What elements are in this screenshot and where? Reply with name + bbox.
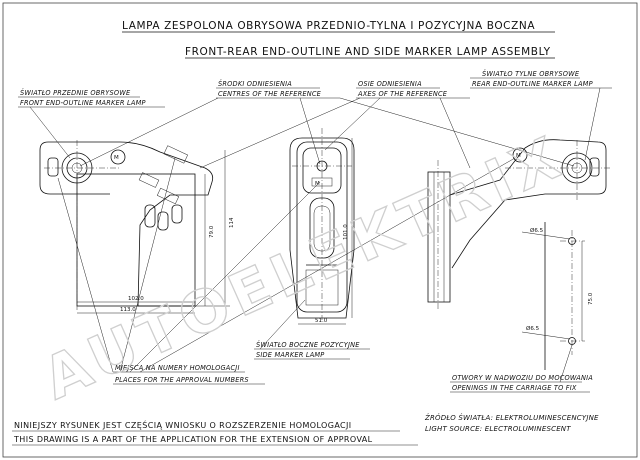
- callout-side: ŚWIATŁO BOCZNE POZYCYJNE SIDE MARKER LAM…: [254, 299, 370, 360]
- svg-text:M: M: [315, 181, 320, 187]
- dim-hole-top: Ø6.5: [530, 227, 544, 234]
- label-places-pl: MIEJSCA NA NUMERY HOMOLOGACJI: [115, 364, 240, 372]
- label-side-pl: ŚWIATŁO BOCZNE POZYCYJNE: [256, 340, 360, 349]
- footer-right-pl: ŹRÓDŁO ŚWIATŁA: ELEKTROLUMINESCENCYJNE: [424, 413, 599, 422]
- callout-rear: ŚWIATŁO TYLNE OBRYSOWE REAR END-OUTLINE …: [470, 69, 612, 161]
- svg-text:M: M: [114, 155, 119, 161]
- label-front-pl: ŚWIATŁO PRZEDNIE OBRYSOWE: [20, 88, 131, 97]
- callout-places: MIEJSCA NA NUMERY HOMOLOGACJI PLACES FOR…: [57, 157, 516, 385]
- label-side-en: SIDE MARKER LAMP: [256, 351, 324, 359]
- label-rear-en: REAR END-OUTLINE MARKER LAMP: [472, 80, 593, 88]
- view-mounting-holes: Ø6.5 Ø6.5 75.0: [521, 222, 594, 370]
- label-openings-en: OPENINGS IN THE CARRIAGE TO FIX: [452, 384, 577, 392]
- footer-right-en: LIGHT SOURCE: ELECTROLUMINESCENT: [425, 425, 571, 433]
- label-openings-pl: OTWORY W NADWOZIU DO MOCOWANIA: [452, 374, 593, 382]
- title-pl: LAMPA ZESPOLONA OBRYSOWA PRZEDNIO-TYLNA …: [122, 20, 535, 32]
- view-rear-lamp: M: [427, 139, 610, 310]
- view-side-lamp: M 101.0 51.0: [289, 128, 355, 325]
- callout-centres: ŚRODKI ODNIESIENIA CENTRES OF THE REFERE…: [79, 79, 575, 167]
- dim-51: 51.0: [315, 318, 328, 324]
- callout-front: ŚWIATŁO PRZEDNIE OBRYSOWE FRONT END-OUTL…: [18, 88, 165, 159]
- dim-102: 102.0: [128, 296, 144, 302]
- view-front-lamp: M 102.0 113.0 79.0 114: [39, 140, 235, 314]
- label-places-en: PLACES FOR THE APPROVAL NUMBERS: [115, 376, 249, 384]
- label-centres-pl: ŚRODKI ODNIESIENIA: [218, 79, 292, 88]
- label-rear-pl: ŚWIATŁO TYLNE OBRYSOWE: [482, 69, 580, 78]
- footer-left-pl: NINIEJSZY RYSUNEK JEST CZĘŚCIĄ WNIOSKU O…: [14, 419, 352, 430]
- dim-79: 79.0: [209, 225, 215, 238]
- label-axes-en: AXES OF THE REFERENCE: [357, 90, 448, 98]
- label-front-en: FRONT END-OUTLINE MARKER LAMP: [20, 99, 146, 107]
- watermark: AUTOELEKTRIX: [33, 122, 575, 413]
- dim-75: 75.0: [588, 292, 594, 305]
- title-en: FRONT-REAR END-OUTLINE AND SIDE MARKER L…: [185, 46, 551, 58]
- label-centres-en: CENTRES OF THE REFERENCE: [218, 90, 322, 98]
- callout-axes: OSIE ODNIESIENIA AXES OF THE REFERENCE: [199, 80, 471, 169]
- dim-113: 113.0: [120, 307, 136, 313]
- dim-114: 114: [229, 217, 235, 228]
- svg-text:M: M: [516, 153, 521, 159]
- footer-left-en: THIS DRAWING IS A PART OF THE APPLICATIO…: [13, 435, 373, 444]
- footer: NINIEJSZY RYSUNEK JEST CZĘŚCIĄ WNIOSKU O…: [12, 413, 599, 446]
- label-axes-pl: OSIE ODNIESIENIA: [358, 80, 422, 88]
- callout-openings: OTWORY W NADWOZIU DO MOCOWANIA OPENINGS …: [450, 344, 593, 393]
- dim-101: 101.0: [343, 224, 349, 240]
- dim-hole-bottom: Ø6.5: [526, 325, 540, 332]
